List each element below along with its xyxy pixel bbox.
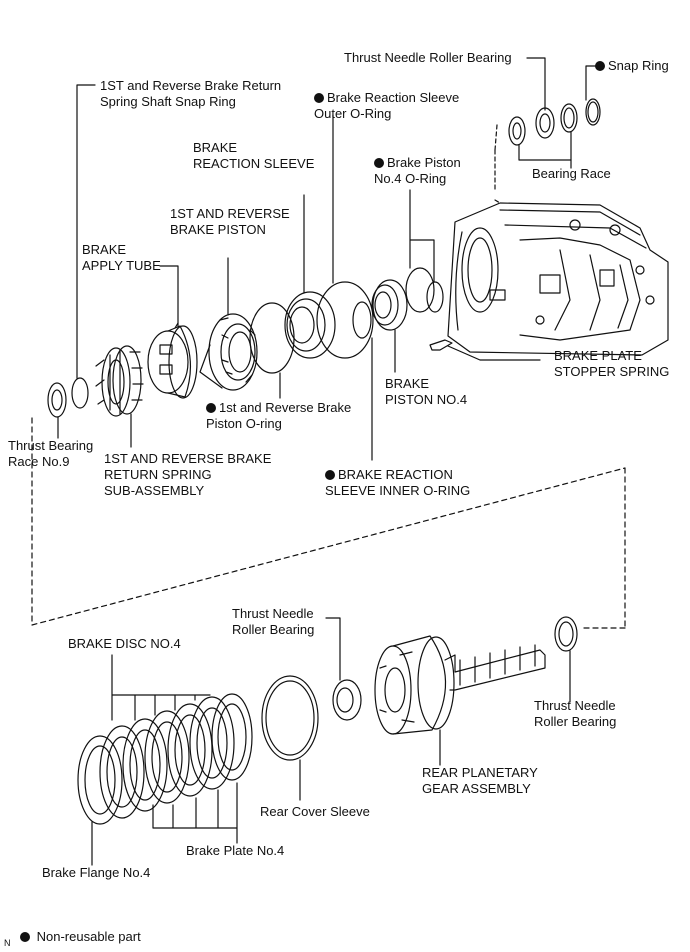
label-bearing-race: Bearing Race	[532, 166, 611, 181]
label-snap-ring-text: Snap Ring	[608, 58, 669, 73]
non-reusable-dot-icon	[20, 932, 30, 942]
non-reusable-dot-icon	[374, 158, 384, 168]
legend: Non-reusable part	[20, 929, 141, 945]
thrust-race9-shape	[47, 382, 67, 418]
thrust-needle-mid-shape	[332, 679, 362, 721]
thrust-needle-right-shape	[554, 616, 578, 652]
non-reusable-dot-icon	[206, 403, 216, 413]
label-rear-cover-sleeve: Rear Cover Sleeve	[260, 804, 370, 819]
label-reaction-inner-oring: BRAKE REACTION SLEEVE INNER O-RING	[325, 467, 470, 499]
return-spring-shape	[95, 345, 144, 417]
label-piston-oring: 1st and Reverse Brake Piston O-ring	[206, 400, 351, 432]
label-brake-flange4: Brake Flange No.4	[42, 865, 151, 880]
label-shaft-snap-ring: 1ST and Reverse Brake Return Spring Shaf…	[100, 78, 282, 109]
label-thrust-needle-mid: Thrust Needle Roller Bearing	[232, 606, 315, 637]
brake-piston-no4-shape	[371, 279, 408, 331]
dashed-frame	[31, 417, 626, 629]
label-plate-stopper: BRAKE PLATE STOPPER SPRING	[554, 348, 670, 379]
transmission-case	[447, 202, 669, 356]
bearing-race-group	[508, 98, 601, 146]
label-brake-reaction-sleeve: BRAKE REACTION SLEEVE	[193, 140, 315, 171]
non-reusable-dot-icon	[314, 93, 324, 103]
label-apply-tube: BRAKE APPLY TUBE	[82, 242, 161, 273]
label-thrust-needle-top: Thrust Needle Roller Bearing	[344, 50, 512, 65]
label-return-spring: 1ST AND REVERSE BRAKE RETURN SPRING SUB-…	[104, 451, 272, 498]
label-reaction-outer-oring: Brake Reaction Sleeve Outer O-Ring	[314, 90, 459, 122]
label-brake-disc4: BRAKE DISC NO.4	[68, 636, 181, 651]
label-thrust-needle-right: Thrust Needle Roller Bearing	[534, 698, 617, 729]
shaft-snap-ring-shape	[71, 377, 89, 409]
rev-brake-piston-shape	[199, 313, 258, 391]
reaction-inner-oring-shape	[352, 301, 372, 339]
brake-pack-shape	[77, 693, 253, 825]
label-brake-piston4: BRAKE PISTON NO.4	[385, 376, 468, 407]
label-rear-planetary: REAR PLANETARY GEAR ASSEMBLY	[422, 765, 538, 796]
corner-mark: N	[4, 938, 11, 948]
label-snap-ring: Snap Ring	[595, 58, 669, 74]
label-thrust-race9: Thrust Bearing Race No.9	[8, 438, 94, 469]
brake-reaction-sleeve-shape	[284, 291, 336, 359]
label-rev-brake-piston: 1ST AND REVERSE BRAKE PISTON	[170, 206, 290, 237]
label-piston4-oring-text: Brake Piston No.4 O-Ring	[374, 155, 461, 186]
piston-oring-shape	[249, 302, 295, 374]
label-brake-plate4: Brake Plate No.4	[186, 843, 285, 858]
legend-text: Non-reusable part	[36, 929, 141, 944]
stopper-spring-shape	[429, 339, 453, 351]
piston4-oring-large	[405, 267, 435, 313]
leader-lines	[57, 57, 597, 866]
label-reaction-inner-oring-text: BRAKE REACTION SLEEVE INNER O-RING	[325, 467, 471, 498]
label-piston-oring-text: 1st and Reverse Brake Piston O-ring	[206, 400, 352, 431]
non-reusable-dot-icon	[595, 61, 605, 71]
apply-tube-shape	[147, 322, 198, 399]
non-reusable-dot-icon	[325, 470, 335, 480]
label-reaction-outer-oring-text: Brake Reaction Sleeve Outer O-Ring	[314, 90, 460, 121]
piston4-oring-small	[426, 281, 444, 313]
rear-planetary-shape	[374, 635, 546, 735]
label-piston4-oring: Brake Piston No.4 O-Ring	[374, 155, 461, 187]
rear-cover-sleeve-shape	[261, 675, 319, 761]
reaction-outer-oring-shape	[316, 281, 374, 359]
